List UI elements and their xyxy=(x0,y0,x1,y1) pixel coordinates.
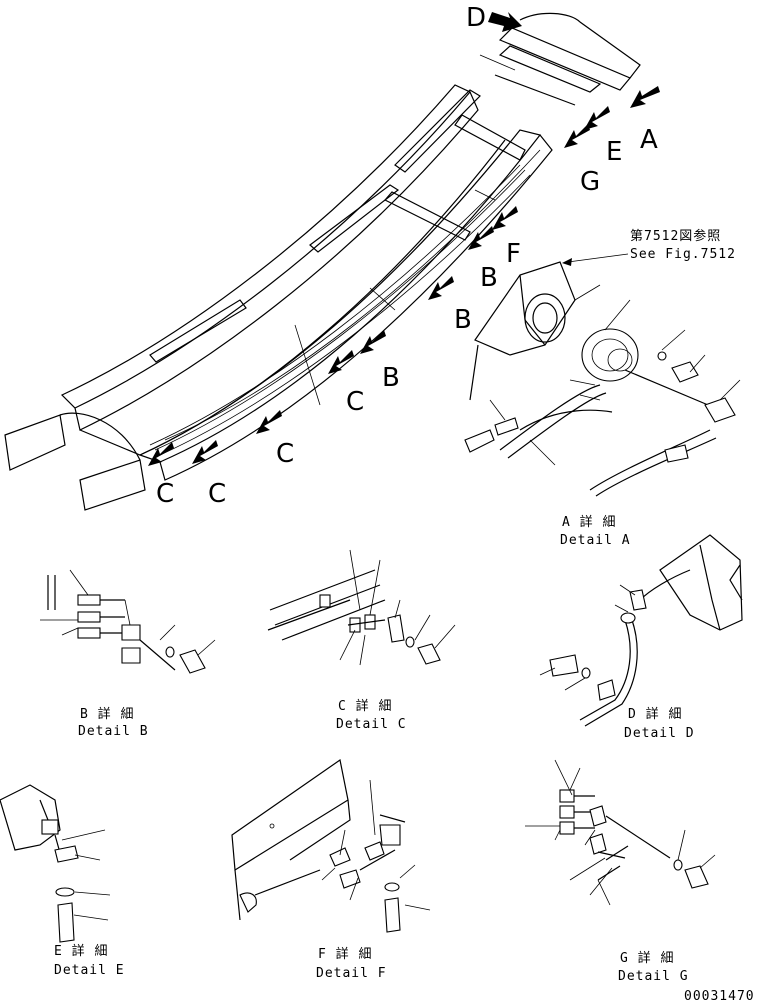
arrow-B2 xyxy=(428,276,454,300)
callout-arrows xyxy=(148,12,660,466)
arrow-C3 xyxy=(192,440,218,464)
detail-A-title-en: Detail A xyxy=(560,533,631,548)
detail-G-title-en: Detail G xyxy=(618,969,689,984)
detail-B-title-en: Detail B xyxy=(78,724,149,739)
detail-C-drawing xyxy=(267,549,456,666)
callout-C1: C xyxy=(346,387,364,417)
detail-F-title-ja: F 詳 細 xyxy=(318,946,372,962)
arrow-B3 xyxy=(360,330,386,354)
detail-G-drawing xyxy=(525,759,716,906)
callout-G: G xyxy=(580,167,600,197)
callout-B1: B xyxy=(480,263,498,293)
callout-C3: C xyxy=(208,479,226,509)
detail-A-drawing xyxy=(464,261,741,497)
callout-E: E xyxy=(606,137,622,167)
arrow-F xyxy=(492,206,518,230)
see-fig-en: See Fig.7512 xyxy=(630,247,736,262)
detail-E-title-ja: E 詳 細 xyxy=(54,943,108,959)
frame-assembly xyxy=(4,12,641,511)
drawing-number: 00031470 xyxy=(684,989,755,1003)
callout-B3: B xyxy=(382,363,400,393)
see-fig-ja: 第7512図参照 xyxy=(630,228,721,244)
detail-G-title-ja: G 詳 細 xyxy=(620,950,674,966)
callout-D: D xyxy=(466,3,486,33)
arrow-E xyxy=(584,106,610,130)
see-fig-note: 第7512図参照 See Fig.7512 xyxy=(562,228,736,266)
detail-E-drawing xyxy=(0,784,111,943)
detail-C-title-en: Detail C xyxy=(336,717,407,732)
arrow-C1 xyxy=(328,350,354,374)
callout-C4: C xyxy=(156,479,174,509)
callout-C2: C xyxy=(276,439,294,469)
arrow-A xyxy=(630,86,660,108)
detail-F-title-en: Detail F xyxy=(316,966,387,981)
arrow-D xyxy=(488,12,522,32)
arrow-C4 xyxy=(148,442,174,466)
detail-E-title-en: Detail E xyxy=(54,963,125,978)
detail-B-drawing xyxy=(40,569,216,674)
callout-A: A xyxy=(640,125,658,155)
detail-B-title-ja: B 詳 細 xyxy=(80,706,134,722)
callout-labels: D A E G F B B B C C C C xyxy=(156,3,658,509)
detail-D-drawing xyxy=(539,534,743,727)
callout-F: F xyxy=(506,239,521,269)
detail-C-title-ja: C 詳 細 xyxy=(338,698,392,714)
arrow-G xyxy=(564,124,590,148)
detail-D-title-en: Detail D xyxy=(624,726,695,741)
detail-D-title-ja: D 詳 細 xyxy=(628,706,682,722)
arrow-B1 xyxy=(468,226,494,250)
detail-A-title-ja: A 詳 細 xyxy=(562,514,616,530)
callout-B2: B xyxy=(454,305,472,335)
detail-F-drawing xyxy=(231,758,431,933)
arrow-C2 xyxy=(256,410,282,434)
